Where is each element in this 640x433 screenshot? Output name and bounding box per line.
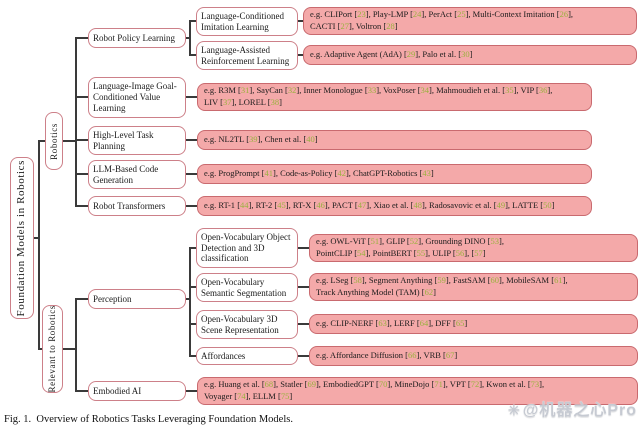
task-label: Embodied AI xyxy=(93,385,142,396)
examples-high-level-task-planning: e.g. NL2TL [39], Chen et al. [40] xyxy=(197,130,592,150)
examples-text: e.g. CLIPort [23], Play-LMP [24], PerAct… xyxy=(310,9,574,31)
connector xyxy=(189,286,196,288)
watermark: ✳@机器之心Pro xyxy=(508,396,637,420)
examples-text: e.g. RT-1 [44], RT-2 [45], RT-X [46], PA… xyxy=(204,200,555,211)
task-llm-based-code-generation: LLM-Based Code Generation xyxy=(88,160,186,189)
task-label: Open-Vocabulary Object Detection and 3D … xyxy=(201,231,291,264)
figure-caption: Fig. 1. Overview of Robotics Tasks Lever… xyxy=(4,414,293,425)
connector xyxy=(186,205,198,207)
connector xyxy=(75,205,88,207)
examples-text: e.g. R3M [31], SayCan [32], Inner Monolo… xyxy=(204,85,553,107)
task-language-conditioned-imitation-learning: Language-Conditioned Imitation Learning xyxy=(196,7,298,36)
task-label: Open-Vocabulary 3D Scene Representation xyxy=(201,313,279,335)
connector xyxy=(186,390,198,392)
task-label: High-Level Task Planning xyxy=(93,129,154,151)
machine-heart-logo-icon: ✳ xyxy=(507,402,521,418)
task-language-assisted-reinforcement-learning: Language-Assisted Reinforcement Learning xyxy=(196,41,298,70)
connector xyxy=(186,139,198,141)
task-language-image-goal-conditioned-value-learning: Language-Image Goal-Conditioned Value Le… xyxy=(88,77,186,118)
connector xyxy=(298,323,310,325)
examples-language-conditioned-imitation-learning: e.g. CLIPort [23], Play-LMP [24], PerAct… xyxy=(303,7,637,35)
connector xyxy=(63,140,76,142)
connector xyxy=(75,298,77,392)
task-open-vocabulary-object-detection-3d-classification: Open-Vocabulary Object Detection and 3D … xyxy=(196,228,298,268)
connector xyxy=(189,54,196,56)
examples-language-image-goal-conditioned-value-learning: e.g. R3M [31], SayCan [32], Inner Monolo… xyxy=(197,83,592,111)
connector xyxy=(189,20,191,56)
task-label: Language-Conditioned Imitation Learning xyxy=(201,10,284,32)
connector xyxy=(75,298,88,300)
task-label: Open-Vocabulary Semantic Segmentation xyxy=(201,276,287,298)
examples-text: e.g. LSeg [58], Segment Anything [59], F… xyxy=(316,275,568,297)
examples-language-assisted-reinforcement-learning: e.g. Adaptive Agent (AdA) [29], Palo et … xyxy=(303,45,637,65)
connector xyxy=(33,237,39,239)
task-label: LLM-Based Code Generation xyxy=(93,163,159,185)
connector xyxy=(75,139,88,141)
examples-open-vocabulary-object-detection: e.g. OWL-ViT [51], GLIP [52], Grounding … xyxy=(309,234,638,262)
examples-text: e.g. Affordance Diffusion [66], VRB [67] xyxy=(316,350,458,361)
root-label: Foundation Models in Robotics xyxy=(15,159,28,317)
watermark-text: @机器之心Pro xyxy=(522,402,637,419)
branch-robotics-box: Robotics xyxy=(45,112,63,170)
examples-affordances: e.g. Affordance Diffusion [66], VRB [67] xyxy=(309,346,638,366)
connector xyxy=(38,140,46,142)
examples-open-vocabulary-semantic-segmentation: e.g. LSeg [58], Segment Anything [59], F… xyxy=(309,273,638,301)
connector xyxy=(38,348,44,350)
examples-text: e.g. ProgPrompt [41], Code-as-Policy [42… xyxy=(204,168,434,179)
connector xyxy=(298,286,310,288)
task-label: Language-Assisted Reinforcement Learning xyxy=(201,44,290,66)
connector xyxy=(186,173,198,175)
task-label: Affordances xyxy=(201,350,246,361)
task-robot-transformers: Robot Transformers xyxy=(88,196,186,216)
examples-text: e.g. CLIP-NERF [63], LERF [64], DFF [65] xyxy=(316,318,468,329)
connector xyxy=(189,247,196,249)
examples-llm-based-code-generation: e.g. ProgPrompt [41], Code-as-Policy [42… xyxy=(197,164,592,184)
examples-text: e.g. NL2TL [39], Chen et al. [40] xyxy=(204,134,318,145)
task-open-vocabulary-3d-scene-representation: Open-Vocabulary 3D Scene Representation xyxy=(196,310,298,339)
examples-robot-transformers: e.g. RT-1 [44], RT-2 [45], RT-X [46], PA… xyxy=(197,196,592,216)
task-label: Language-Image Goal-Conditioned Value Le… xyxy=(93,81,177,113)
task-perception: Perception xyxy=(88,289,186,309)
connector xyxy=(186,96,198,98)
connector xyxy=(298,355,310,357)
root-box: Foundation Models in Robotics xyxy=(10,157,34,319)
connector xyxy=(189,20,196,22)
connector xyxy=(75,390,88,392)
connector xyxy=(298,20,304,22)
connector xyxy=(75,37,88,39)
examples-embodied-ai: e.g. Huang et al. [68], Statler [69], Em… xyxy=(197,377,638,405)
task-robot-policy-learning: Robot Policy Learning xyxy=(88,28,186,48)
task-label: Perception xyxy=(93,293,132,304)
connector xyxy=(75,96,88,98)
connector xyxy=(298,54,304,56)
connector xyxy=(298,247,310,249)
connector xyxy=(63,348,76,350)
task-high-level-task-planning: High-Level Task Planning xyxy=(88,126,186,155)
connector xyxy=(186,37,190,39)
examples-text: e.g. OWL-ViT [51], GLIP [52], Grounding … xyxy=(316,236,504,258)
branch-relevant-to-robotics-box: Relevant to Robotics xyxy=(42,305,63,393)
examples-open-vocabulary-3d-scene-representation: e.g. CLIP-NERF [63], LERF [64], DFF [65] xyxy=(309,314,638,334)
connector xyxy=(186,298,190,300)
connector xyxy=(75,173,88,175)
task-open-vocabulary-semantic-segmentation: Open-Vocabulary Semantic Segmentation xyxy=(196,273,298,302)
examples-text: e.g. Adaptive Agent (AdA) [29], Palo et … xyxy=(310,49,473,60)
connector xyxy=(75,37,77,207)
connector xyxy=(189,247,191,357)
connector xyxy=(189,323,196,325)
connector xyxy=(189,355,196,357)
task-label: Robot Policy Learning xyxy=(93,32,175,43)
task-embodied-ai: Embodied AI xyxy=(88,381,186,401)
branch-relevant-to-robotics-label: Relevant to Robotics xyxy=(47,305,58,393)
examples-text: e.g. Huang et al. [68], Statler [69], Em… xyxy=(204,379,545,401)
task-affordances: Affordances xyxy=(196,347,298,365)
connector xyxy=(38,140,40,350)
task-label: Robot Transformers xyxy=(93,200,166,211)
branch-robotics-label: Robotics xyxy=(48,122,59,160)
